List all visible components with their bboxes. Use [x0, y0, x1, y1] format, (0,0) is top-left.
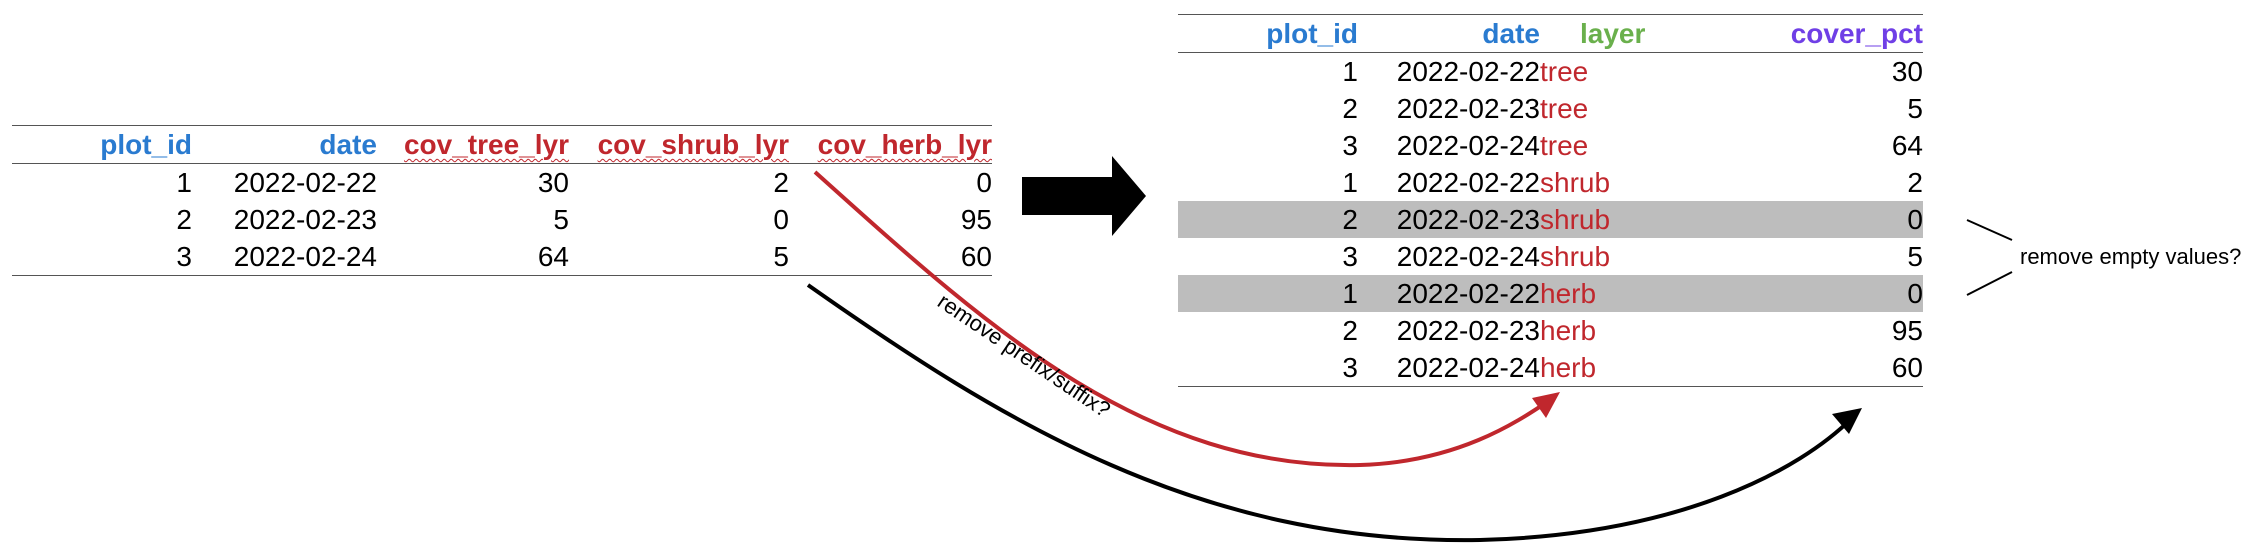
long-cell-cover-pct: 5 — [1907, 93, 1923, 124]
table-row: 1 2022-02-22 30 2 0 — [12, 164, 992, 202]
bracket-line-upper — [1966, 219, 2013, 241]
black-curved-arrow — [806, 283, 1854, 543]
long-cell-cover-pct: 64 — [1891, 130, 1923, 161]
long-table-header: plot_id date layer cover_pct — [1178, 14, 1923, 53]
long-cell-cover-pct: 30 — [1891, 56, 1923, 87]
wide-cell-shrub: 0 — [773, 204, 789, 235]
wide-cell-date: 2022-02-22 — [233, 167, 377, 198]
long-cell-plot-id: 1 — [1342, 167, 1358, 198]
long-cell-date: 2022-02-22 — [1396, 167, 1540, 198]
wide-cell-date: 2022-02-23 — [233, 204, 377, 235]
table-row: 3 2022-02-24 64 5 60 — [12, 238, 992, 276]
wide-header-plot-id: plot_id — [100, 129, 192, 160]
long-cell-plot-id: 2 — [1342, 93, 1358, 124]
long-cell-layer: herb — [1540, 315, 1597, 346]
long-cell-layer: tree — [1540, 93, 1589, 124]
long-cell-cover-pct: 2 — [1907, 167, 1923, 198]
long-cell-plot-id: 3 — [1342, 352, 1358, 383]
long-cell-date: 2022-02-22 — [1396, 56, 1540, 87]
remove-prefix-suffix-label: remove prefix/suffix? — [933, 288, 1115, 422]
table-row: 2 2022-02-23 5 0 95 — [12, 201, 992, 238]
long-cell-layer: herb — [1540, 275, 1740, 312]
red-curved-arrow — [813, 170, 1552, 468]
block-arrow-icon — [1022, 156, 1146, 236]
wide-cell-tree: 64 — [537, 241, 569, 272]
long-cell-plot-id: 1 — [1342, 56, 1358, 87]
wide-cell-herb: 95 — [960, 204, 992, 235]
long-header-cover-pct: cover_pct — [1790, 18, 1923, 49]
long-cell-date: 2022-02-24 — [1396, 241, 1540, 272]
wide-cell-tree: 30 — [537, 167, 569, 198]
long-header-layer: layer — [1580, 18, 1646, 49]
wide-cell-herb: 60 — [960, 241, 992, 272]
long-cell-layer: tree — [1540, 56, 1589, 87]
wide-cell-plot-id: 1 — [176, 167, 192, 198]
wide-cell-herb: 0 — [976, 167, 992, 198]
long-cell-plot-id: 2 — [1178, 201, 1358, 238]
wide-table: plot_id date cov_tree_lyr cov_shrub_lyr … — [12, 125, 992, 276]
long-cell-layer: tree — [1540, 130, 1589, 161]
remove-empty-values-label: remove empty values? — [2020, 244, 2241, 269]
wide-cell-shrub: 2 — [773, 167, 789, 198]
long-cell-date: 2022-02-24 — [1396, 130, 1540, 161]
wide-cell-plot-id: 2 — [176, 204, 192, 235]
wide-header-cov-herb-lyr: cov_herb_lyr — [817, 129, 992, 160]
long-cell-plot-id: 3 — [1342, 130, 1358, 161]
long-cell-plot-id: 2 — [1342, 315, 1358, 346]
long-cell-date: 2022-02-23 — [1358, 201, 1540, 238]
long-cell-date: 2022-02-22 — [1358, 275, 1540, 312]
wide-table-header: plot_id date cov_tree_lyr cov_shrub_lyr … — [12, 125, 992, 164]
long-cell-date: 2022-02-23 — [1396, 93, 1540, 124]
wide-header-cov-shrub-lyr: cov_shrub_lyr — [597, 129, 789, 160]
long-header-date: date — [1482, 18, 1540, 49]
long-header-plot-id: plot_id — [1266, 18, 1358, 49]
bracket-line-lower — [1966, 271, 2013, 296]
long-cell-layer: shrub — [1540, 201, 1740, 238]
long-cell-layer: herb — [1540, 352, 1597, 383]
wide-header-date: date — [319, 129, 377, 160]
long-cell-cover-pct: 60 — [1891, 352, 1923, 383]
wide-header-cov-tree-lyr: cov_tree_lyr — [403, 129, 569, 160]
long-cell-date: 2022-02-24 — [1396, 352, 1540, 383]
wide-cell-tree: 5 — [553, 204, 569, 235]
long-cell-layer: shrub — [1540, 167, 1611, 198]
wide-cell-shrub: 5 — [773, 241, 789, 272]
long-cell-plot-id: 3 — [1342, 241, 1358, 272]
long-cell-cover-pct: 95 — [1891, 315, 1923, 346]
black-arrowhead-icon — [1832, 408, 1862, 434]
long-cell-cover-pct: 5 — [1907, 241, 1923, 272]
wide-cell-plot-id: 3 — [176, 241, 192, 272]
long-cell-cover-pct: 0 — [1740, 275, 1923, 312]
long-cell-plot-id: 1 — [1178, 275, 1358, 312]
long-cell-layer: shrub — [1540, 241, 1611, 272]
wide-cell-date: 2022-02-24 — [233, 241, 377, 272]
red-arrowhead-icon — [1532, 392, 1560, 418]
long-cell-date: 2022-02-23 — [1396, 315, 1540, 346]
long-cell-cover-pct: 0 — [1740, 201, 1923, 238]
